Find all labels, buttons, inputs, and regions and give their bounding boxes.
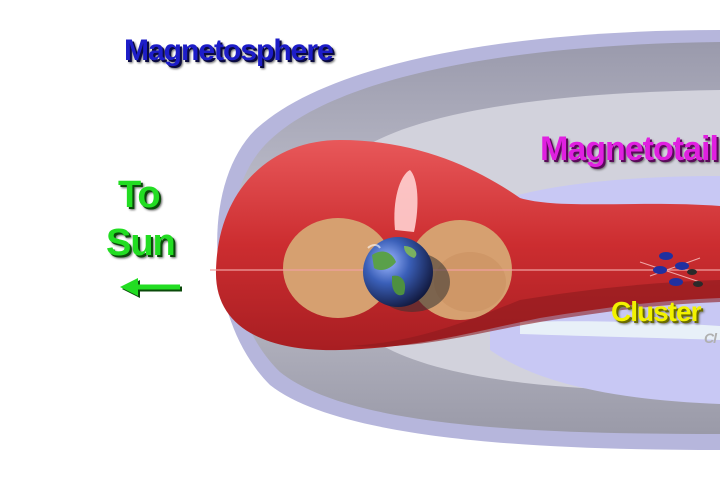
magnetotail-lobe-shadow: [350, 280, 720, 347]
arrow-left-icon: [120, 278, 182, 298]
tail-inner-highlight: [520, 321, 720, 340]
cluster-label-truncated: Cl: [704, 330, 717, 346]
plasmasphere-left: [283, 218, 393, 318]
magnetotail-label: Magnetotail: [540, 130, 719, 168]
magnetosphere-label: Magnetosphere: [124, 34, 334, 67]
satellite-icon: [639, 252, 703, 287]
polar-cusp-highlight: [394, 170, 418, 232]
to-sun-label-line1: To: [118, 174, 161, 216]
earth-globe-icon: [363, 237, 433, 307]
plasmasphere-right-shade: [434, 252, 506, 312]
cluster-label: Cluster: [611, 296, 701, 327]
to-sun-label-line2: Sun: [106, 222, 176, 264]
